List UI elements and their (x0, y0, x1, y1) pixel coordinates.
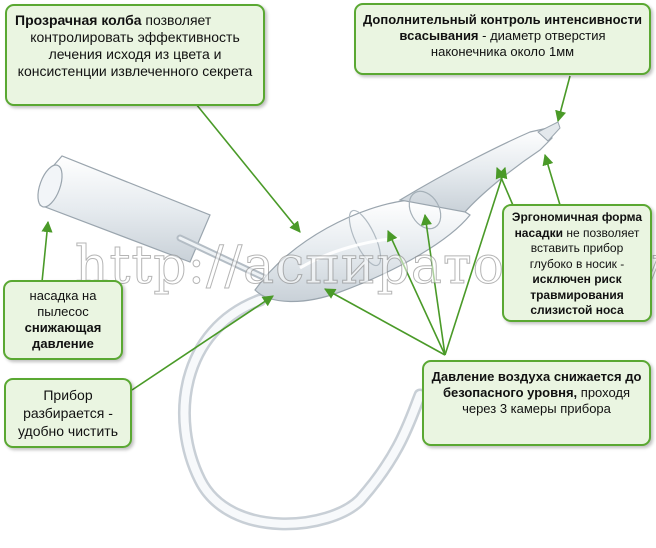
callout-disassembly: Прибор разбирается - удобно чистить (4, 378, 132, 448)
callout-flask-text2: контролировать эффективность лечения исх… (17, 29, 253, 79)
callout-ergonomic-tip: Эргономичная форма насадки не позволяет … (502, 204, 652, 322)
silicone-tube (178, 293, 427, 531)
aspirator-body (254, 121, 561, 303)
callout-pressure-bold: Давление воздуха снижается до безопасног… (431, 369, 642, 400)
callout-arrows (41, 75, 571, 391)
callout-nozzle-bold: снижающая давление (24, 320, 102, 351)
callout-ergonomic-bold2: исключен риск травмирования слизистой но… (530, 272, 624, 317)
callout-transparent-flask: Прозрачная колба позволяет контролироват… (5, 4, 265, 106)
callout-suction-bold: Дополнительный контроль интенсивности вс… (363, 12, 642, 43)
vacuum-nozzle-adapter (37, 155, 284, 289)
callout-suction-control: Дополнительный контроль интенсивности вс… (354, 3, 651, 75)
callout-ergonomic-bold1: Эргономичная форма насадки (511, 210, 643, 240)
callout-device-text: Прибор разбирается - удобно чистить (18, 387, 118, 439)
callout-nozzle-text: насадка на пылесос (29, 288, 97, 319)
callout-flask-bold: Прозрачная колба (15, 12, 142, 28)
callout-flask-text1: позволяет (141, 12, 212, 28)
callout-pressure-text: проходя через 3 камеры прибора (462, 385, 631, 416)
callout-pressure-chambers: Давление воздуха снижается до безопасног… (422, 360, 651, 446)
callout-suction-text: - диаметр отверстия наконечника около 1м… (430, 28, 606, 59)
callout-vacuum-nozzle: насадка на пылесос снижающая давление (3, 280, 123, 360)
callout-ergonomic-text1: не позволяет вставить прибор глубоко в н… (529, 225, 640, 271)
